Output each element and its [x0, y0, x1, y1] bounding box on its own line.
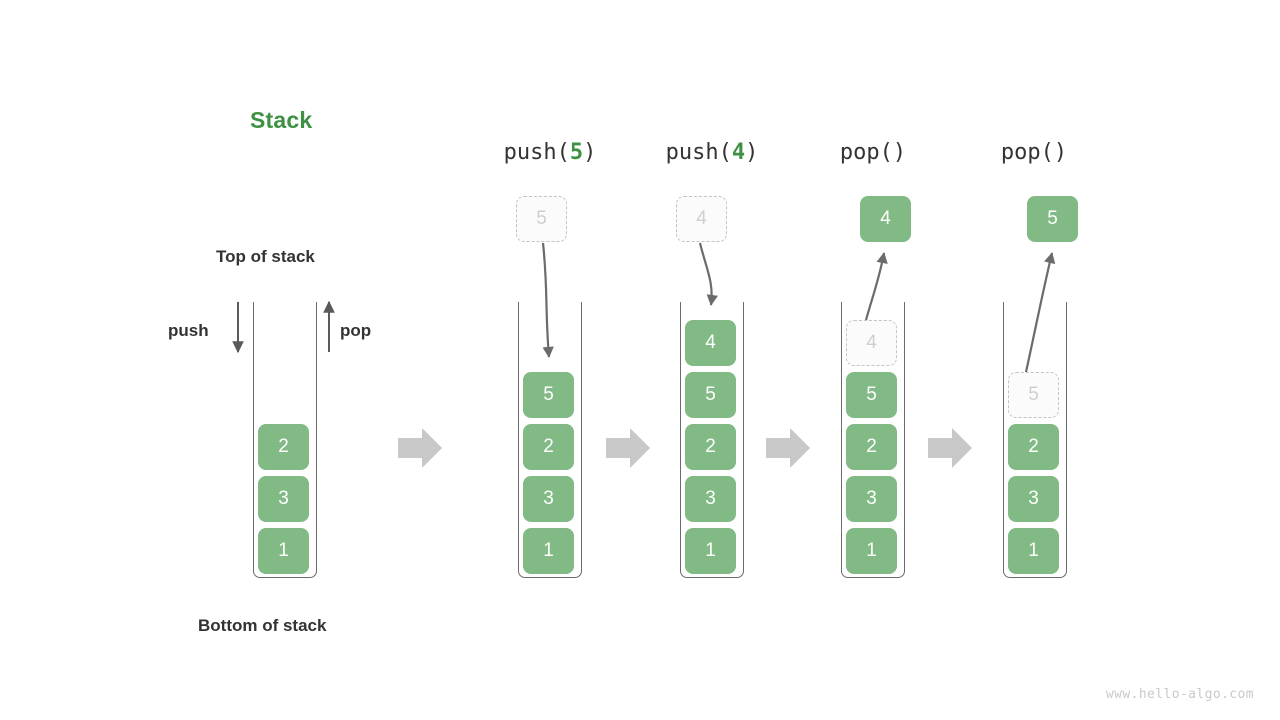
pop-label: pop: [340, 321, 372, 340]
stack-block: 5: [523, 372, 574, 418]
stack-block: 4: [685, 320, 736, 366]
stack-block-ghost: 4: [846, 320, 897, 366]
stack-block: 2: [258, 424, 309, 470]
op-prefix: push(: [665, 140, 732, 165]
stack-container-step-2: [680, 302, 744, 578]
popped-block: 5: [1027, 196, 1078, 242]
stack-container-step-1: [518, 302, 582, 578]
bottom-of-stack-label: Bottom of stack: [198, 616, 327, 635]
stack-block: 3: [258, 476, 309, 522]
step-header-pop-1: pop(): [793, 140, 953, 165]
stack-block: 2: [846, 424, 897, 470]
flow-arrow-3: [766, 428, 810, 468]
op-suffix: ): [583, 140, 597, 165]
stack-block: 5: [846, 372, 897, 418]
op-arg: 4: [731, 140, 746, 165]
floating-block-ghost: 5: [516, 196, 567, 242]
flow-arrow-2: [606, 428, 650, 468]
page-title: Stack: [250, 107, 313, 133]
stack-block: 1: [685, 528, 736, 574]
stack-block: 1: [523, 528, 574, 574]
floating-block-ghost: 4: [676, 196, 727, 242]
stack-block: 2: [1008, 424, 1059, 470]
op-prefix: pop(: [839, 140, 893, 165]
watermark: www.hello-algo.com: [1105, 687, 1254, 702]
op-suffix: ): [1053, 140, 1068, 165]
op-prefix: push(: [503, 140, 570, 165]
stack-block-ghost: 5: [1008, 372, 1059, 418]
op-prefix: pop(: [1000, 140, 1054, 165]
stack-container-step-3: [841, 302, 905, 578]
push-flow-arrow-step-2: [698, 242, 718, 306]
stack-block: 1: [846, 528, 897, 574]
stack-block: 2: [523, 424, 574, 470]
stack-block: 5: [685, 372, 736, 418]
step-header-pop-2: pop(): [954, 140, 1114, 165]
stack-block: 2: [685, 424, 736, 470]
op-suffix: ): [745, 140, 759, 165]
stack-block: 1: [258, 528, 309, 574]
stack-block: 3: [1008, 476, 1059, 522]
flow-arrow-4: [928, 428, 972, 468]
op-arg: 5: [569, 140, 584, 165]
flow-arrow-1: [398, 428, 442, 468]
stack-container-initial: [253, 302, 317, 578]
popped-block: 4: [860, 196, 911, 242]
stack-block: 3: [846, 476, 897, 522]
stack-block: 3: [523, 476, 574, 522]
push-label: push: [168, 321, 209, 340]
op-suffix: ): [892, 140, 907, 165]
step-header-push-4: push(4): [632, 140, 792, 165]
top-of-stack-label: Top of stack: [216, 247, 315, 266]
stack-block: 1: [1008, 528, 1059, 574]
step-header-push-5: push(5): [470, 140, 630, 165]
stack-block: 3: [685, 476, 736, 522]
stack-container-step-4: [1003, 302, 1067, 578]
